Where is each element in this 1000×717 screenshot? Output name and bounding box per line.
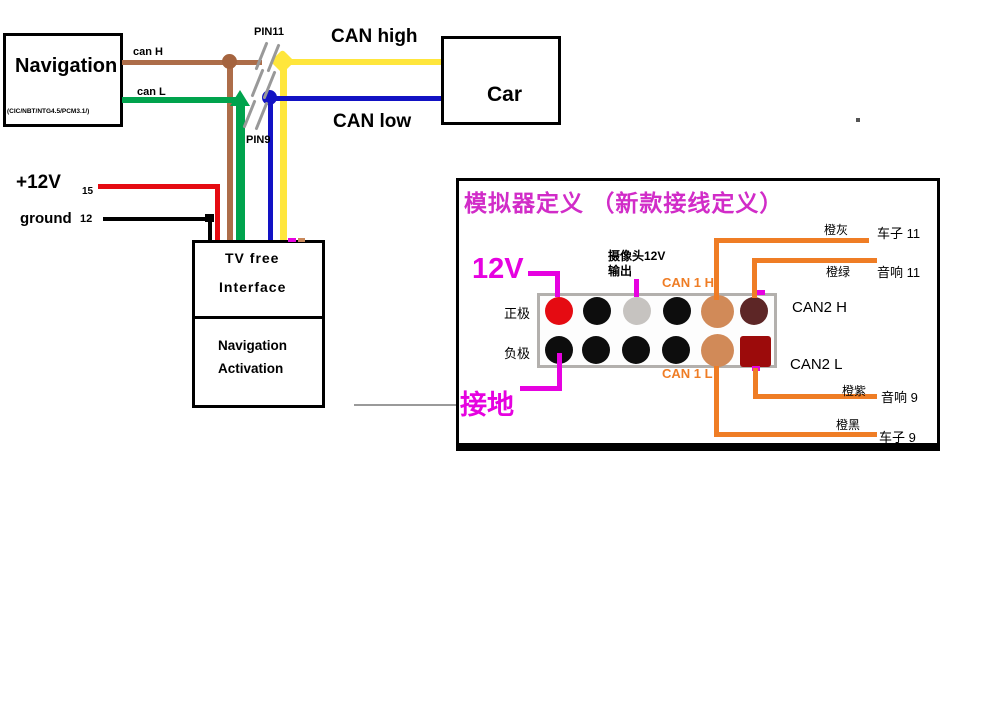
pin-top-3-gray bbox=[623, 297, 651, 325]
v12-lead-vertical bbox=[555, 271, 560, 297]
navigation-box bbox=[3, 33, 123, 127]
positive-pole-label: 正极 bbox=[504, 306, 531, 321]
orange-green-wire-vertical bbox=[752, 258, 757, 298]
orange-black-color-label: 橙黑 bbox=[836, 418, 861, 432]
connector-block bbox=[537, 293, 777, 368]
orange-purple-wire-vertical bbox=[753, 368, 758, 399]
pin-top-1-red bbox=[545, 297, 573, 325]
ground-junction-dot bbox=[205, 214, 214, 222]
pin11-break-slash-1 bbox=[254, 41, 269, 71]
can-high-label: CAN high bbox=[331, 26, 418, 47]
pin9-break-slash-2 bbox=[254, 101, 269, 131]
pin-bottom-6-darkred-square bbox=[740, 336, 771, 367]
ground-wire-vertical bbox=[208, 217, 212, 240]
orange-gray-wire-horizontal bbox=[714, 238, 869, 243]
car-11-label: 车子 11 bbox=[877, 226, 921, 241]
pin9-label: PIN9 bbox=[246, 134, 271, 146]
stray-dot-artifact bbox=[856, 118, 860, 122]
pin-top-4-black bbox=[663, 297, 691, 325]
can-l-label: can L bbox=[137, 86, 166, 98]
interface-box-divider bbox=[192, 316, 325, 319]
interface-top-orange-mark bbox=[298, 238, 305, 242]
tv-free-interface-box bbox=[192, 240, 325, 408]
can2-l-label: CAN2 L bbox=[790, 356, 843, 373]
can-l-arrow-up bbox=[230, 90, 250, 106]
pin-top-2-black bbox=[583, 297, 611, 325]
camera-12v-label-line2: 输出 bbox=[608, 264, 633, 278]
can2-h-label: CAN2 H bbox=[792, 299, 848, 316]
can2h-magenta-mark bbox=[757, 290, 765, 295]
interface-top-magenta-mark bbox=[288, 238, 296, 242]
orange-gray-wire-vertical bbox=[714, 238, 719, 300]
interface-sub-line2: Activation bbox=[218, 361, 284, 376]
plus-12v-label: +12V bbox=[16, 172, 61, 193]
jiedi-lead-vertical bbox=[557, 353, 562, 391]
audio-9-label: 音响 9 bbox=[881, 390, 918, 405]
negative-pole-label: 负极 bbox=[504, 346, 531, 361]
pin-top-5-orange bbox=[700, 294, 734, 328]
pin-bottom-2-black bbox=[582, 336, 610, 364]
navigation-box-title: Navigation bbox=[15, 55, 118, 77]
camera-lead-vertical bbox=[634, 279, 639, 297]
orange-gray-color-label: 橙灰 bbox=[824, 223, 849, 237]
panel-jiedi-label: 接地 bbox=[460, 390, 514, 420]
plus-12v-pin-number: 15 bbox=[82, 186, 94, 197]
orange-green-color-label: 橙绿 bbox=[826, 265, 851, 279]
can1-l-label: CAN 1 L bbox=[662, 366, 713, 381]
car-box bbox=[441, 36, 561, 125]
ground-wire-horizontal bbox=[103, 217, 213, 221]
orange-purple-wire-horizontal bbox=[753, 394, 877, 399]
navigation-box-subtitle: (CIC/NBT/NTG4.5/PCM3.1/) bbox=[7, 108, 90, 115]
ground-label: ground bbox=[20, 210, 72, 227]
interface-to-panel-leader-line bbox=[354, 404, 456, 406]
can-low-label: CAN low bbox=[333, 111, 412, 132]
pin-top-6-maroon bbox=[740, 297, 768, 325]
v12-lead-horizontal bbox=[528, 271, 559, 276]
panel-title: 模拟器定义 （新款接线定义） bbox=[464, 190, 784, 216]
can-h-wire-horizontal bbox=[122, 60, 262, 65]
pin-bottom-5-orange bbox=[700, 333, 734, 367]
orange-black-wire-vertical bbox=[714, 366, 719, 437]
car-9-label: 车子 9 bbox=[879, 430, 916, 445]
panel-12v-label: 12V bbox=[472, 253, 524, 285]
jiedi-lead-horizontal bbox=[520, 386, 562, 391]
pin11-label: PIN11 bbox=[254, 26, 284, 38]
power-12v-wire-vertical bbox=[215, 184, 220, 240]
orange-black-wire-horizontal bbox=[714, 432, 877, 437]
power-12v-wire-horizontal bbox=[98, 184, 220, 189]
can-high-wire-horizontal bbox=[283, 59, 441, 65]
can-low-wire-vertical bbox=[268, 96, 273, 240]
can-h-label: can H bbox=[133, 46, 163, 58]
audio-11-label: 音响 11 bbox=[877, 265, 921, 280]
can-l-wire-vertical bbox=[236, 101, 245, 240]
camera-12v-label-line1: 摄像头12V bbox=[608, 249, 666, 263]
orange-green-wire-horizontal bbox=[752, 258, 877, 263]
ground-pin-number: 12 bbox=[80, 213, 93, 225]
orange-purple-color-label: 橙紫 bbox=[842, 384, 867, 398]
can-low-wire-horizontal bbox=[270, 96, 441, 101]
car-box-title: Car bbox=[487, 83, 523, 106]
can-h-wire-vertical bbox=[227, 60, 233, 240]
can-h-junction-dot bbox=[222, 54, 237, 69]
can-l-wire-horizontal bbox=[122, 97, 244, 103]
pin-bottom-4-black bbox=[662, 336, 690, 364]
interface-title-line2: Interface bbox=[219, 279, 287, 295]
can-high-wire-vertical bbox=[280, 59, 287, 240]
interface-title-line1: TV free bbox=[225, 250, 280, 266]
pin-bottom-3-black bbox=[622, 336, 650, 364]
interface-sub-line1: Navigation bbox=[218, 338, 288, 353]
can1-h-label: CAN 1 H bbox=[662, 275, 715, 290]
